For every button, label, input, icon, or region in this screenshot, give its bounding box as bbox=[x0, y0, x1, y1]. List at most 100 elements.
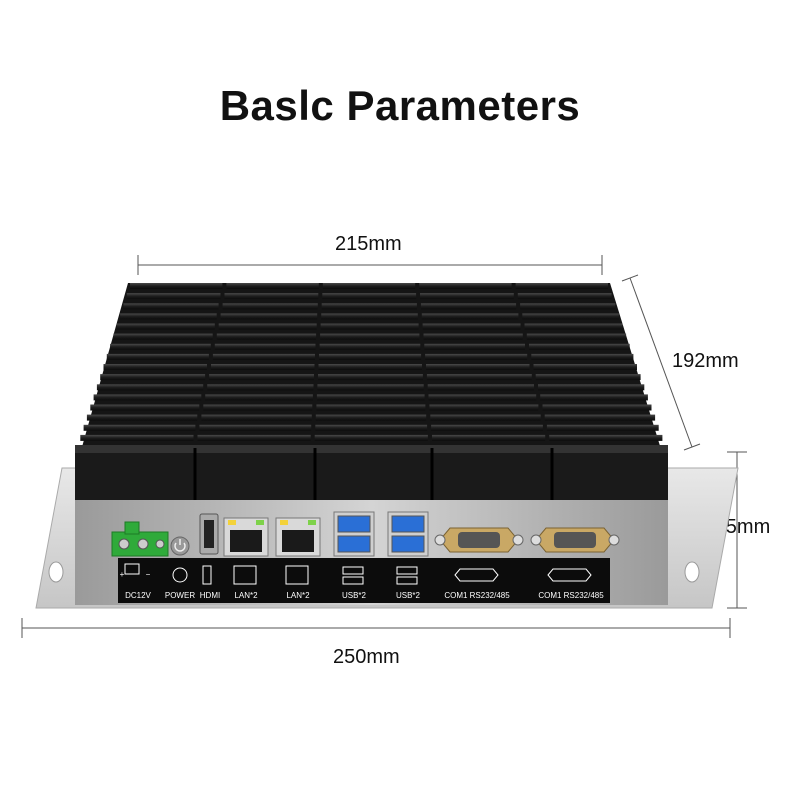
label-power: POWER bbox=[165, 591, 195, 600]
heatsink-fin bbox=[322, 293, 417, 300]
heatsink-fin bbox=[314, 434, 428, 441]
heatsink-fin bbox=[110, 343, 211, 350]
heatsink-fin bbox=[126, 293, 221, 300]
heatsink-fin bbox=[321, 313, 418, 320]
heatsink-fin bbox=[424, 343, 525, 350]
usb-port-group-1 bbox=[333, 511, 375, 557]
heatsink-fin bbox=[120, 313, 217, 320]
heatsink-fin bbox=[201, 414, 312, 421]
hdmi-port bbox=[199, 513, 219, 555]
heatsink-fin bbox=[321, 303, 417, 310]
heatsink-fin bbox=[103, 364, 207, 370]
heatsink-fin bbox=[96, 384, 204, 391]
lan-port-2 bbox=[275, 517, 321, 557]
heatsink-fin bbox=[431, 424, 543, 431]
dc-plus-label: + bbox=[120, 570, 125, 579]
heatsink-fin bbox=[211, 364, 315, 370]
label-usb-1: USB*2 bbox=[342, 591, 367, 600]
heatsink-fin bbox=[316, 394, 425, 401]
heatsink-fin bbox=[226, 283, 319, 289]
heatsink-fin bbox=[116, 323, 215, 330]
heatsink-fin bbox=[322, 283, 416, 289]
lan-port-1 bbox=[223, 517, 269, 557]
heatsink-fin bbox=[540, 394, 648, 401]
heatsink-fin bbox=[316, 404, 426, 411]
heatsink-fin bbox=[319, 353, 422, 360]
dimension-depth: 192mm bbox=[672, 350, 739, 372]
label-hdmi: HDMI bbox=[200, 591, 220, 600]
heatsink-fin bbox=[80, 434, 194, 441]
heatsink-fin bbox=[538, 384, 645, 391]
label-dc: DC12V bbox=[125, 591, 151, 600]
heatsink-fin bbox=[531, 353, 634, 360]
usb-port-group-2 bbox=[387, 511, 429, 557]
heatsink-fin bbox=[203, 404, 313, 411]
heatsink-fin bbox=[549, 434, 663, 441]
heatsink-fin bbox=[430, 414, 541, 421]
heatsink-fin bbox=[533, 364, 637, 370]
com-port-2 bbox=[530, 527, 620, 553]
heatsink-fin bbox=[421, 313, 519, 320]
heatsink-fin bbox=[425, 353, 528, 360]
heatsink bbox=[75, 283, 668, 500]
heatsink-fin bbox=[420, 303, 517, 310]
label-strip-icons bbox=[124, 563, 592, 585]
heatsink-fin bbox=[320, 323, 419, 330]
label-lan-1: LAN*2 bbox=[234, 591, 258, 600]
heatsink-fin bbox=[317, 384, 424, 391]
dimension-lines bbox=[21, 255, 747, 638]
power-button bbox=[170, 536, 190, 556]
heatsink-fin bbox=[318, 374, 423, 381]
heatsink-fin bbox=[220, 313, 318, 320]
heatsink-fin bbox=[130, 283, 223, 289]
heatsink-fin bbox=[199, 424, 312, 431]
heatsink-fin bbox=[205, 394, 313, 401]
heatsink-fin bbox=[214, 343, 316, 350]
heatsink-fin bbox=[212, 353, 315, 360]
dc-minus-label: − bbox=[146, 570, 151, 579]
dimension-base-width: 250mm bbox=[333, 646, 400, 668]
heatsink-fin bbox=[216, 333, 317, 340]
page-title: Baslc Parameters bbox=[219, 82, 581, 129]
label-com-2: COM1 RS232/485 bbox=[538, 591, 604, 600]
heatsink-fin bbox=[315, 414, 427, 421]
heatsink-fin bbox=[423, 333, 523, 340]
heatsink-fin bbox=[526, 333, 627, 340]
heatsink-fin bbox=[113, 333, 213, 340]
heatsink-fin bbox=[432, 434, 546, 441]
dimension-top-width: 215mm bbox=[335, 233, 402, 255]
heatsink-fin bbox=[428, 394, 537, 401]
heatsink-fin bbox=[420, 293, 514, 300]
heatsink-fin bbox=[529, 343, 630, 350]
dc-terminal-block bbox=[111, 521, 169, 557]
heatsink-fin bbox=[422, 323, 521, 330]
heatsink-fin bbox=[520, 303, 616, 310]
heatsink-fin bbox=[222, 303, 318, 310]
heatsink-fin bbox=[426, 364, 530, 370]
heatsink-fin bbox=[544, 414, 656, 421]
heatsink-fin bbox=[224, 293, 319, 300]
heatsink-fin bbox=[427, 384, 534, 391]
heatsink-fin bbox=[419, 283, 512, 289]
heatsink-fin bbox=[207, 384, 314, 391]
heatsink-fin bbox=[315, 424, 428, 431]
heatsink-fin bbox=[83, 424, 196, 431]
heatsink-fin bbox=[86, 414, 198, 421]
heatsink-fin bbox=[318, 364, 422, 370]
com-port-1 bbox=[434, 527, 524, 553]
heatsink-fin bbox=[123, 303, 219, 310]
heatsink-fin bbox=[319, 343, 421, 350]
heatsink-fin bbox=[515, 283, 608, 289]
heatsink-fin bbox=[100, 374, 206, 381]
heatsink-fin bbox=[218, 323, 317, 330]
heatsink-fin bbox=[542, 404, 652, 411]
heatsink-fin bbox=[320, 333, 420, 340]
heatsink-fin bbox=[524, 323, 623, 330]
heatsink-fin bbox=[522, 313, 619, 320]
heatsink-fin bbox=[209, 374, 314, 381]
heatsink-fin bbox=[426, 374, 532, 381]
heatsink-fin bbox=[106, 353, 209, 360]
heatsink-fin bbox=[429, 404, 539, 411]
heatsink-fin bbox=[197, 434, 311, 441]
